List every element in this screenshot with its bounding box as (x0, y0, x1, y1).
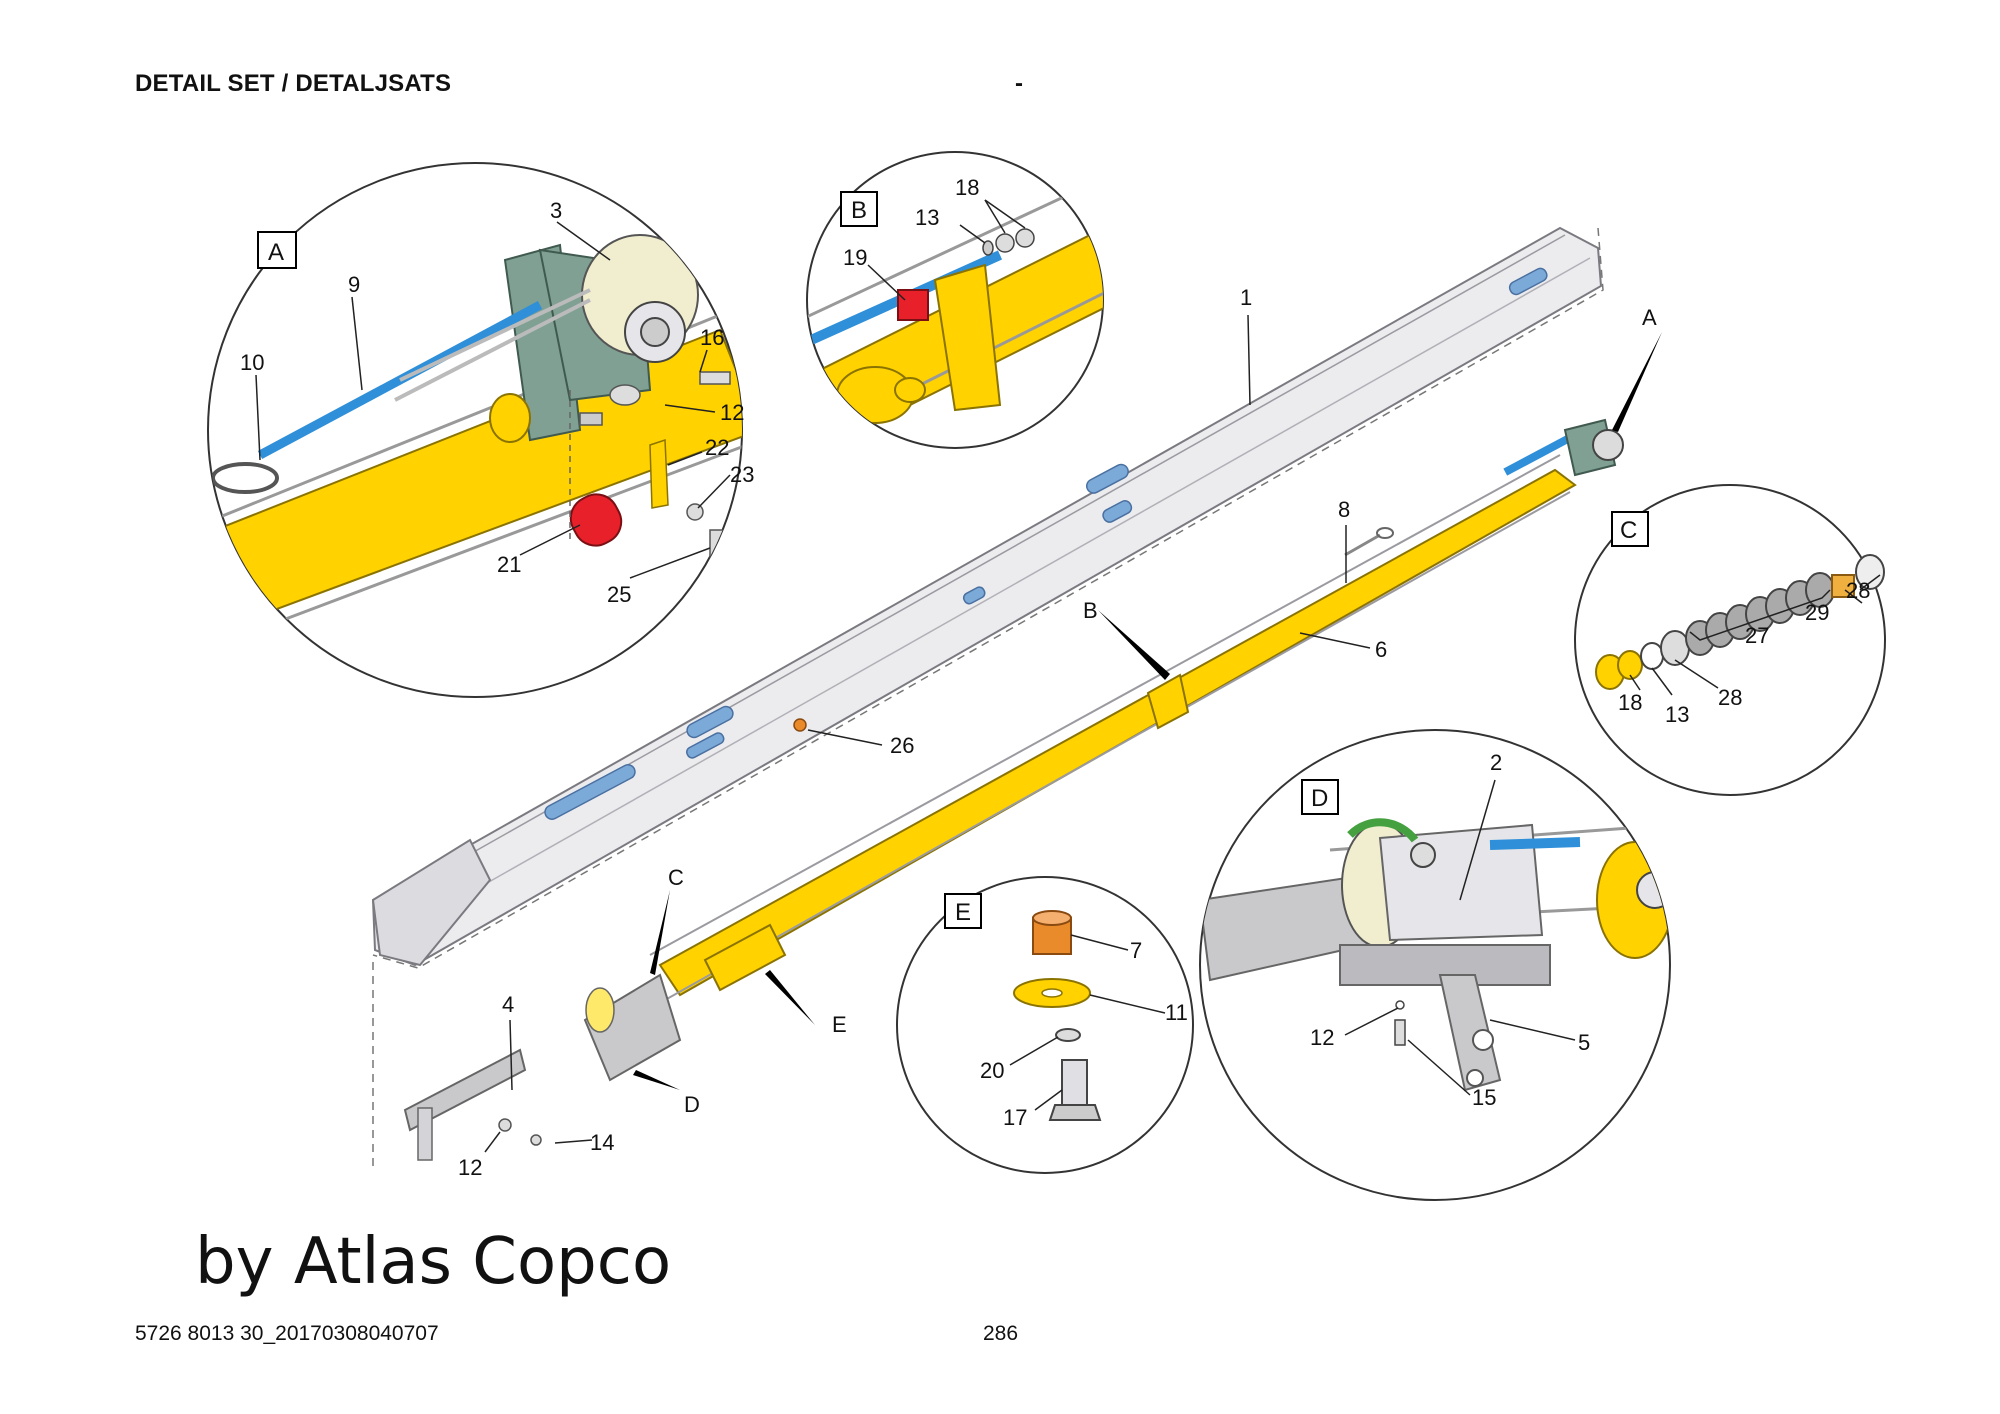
part-label: 21 (497, 552, 521, 577)
part-label: 4 (502, 992, 514, 1017)
part-label: 28 (1718, 685, 1742, 710)
page-title: DETAIL SET / DETALJSATS (135, 70, 452, 97)
pointer-labels: A B C D E (668, 305, 1657, 1117)
detail-view-d (1199, 729, 1671, 1201)
part-label: 3 (550, 198, 562, 223)
pointer-label-e: E (832, 1012, 847, 1037)
part-label: 1 (1240, 285, 1252, 310)
part-label: 11 (1165, 1000, 1188, 1025)
part-label: 18 (955, 175, 979, 200)
main-boom-assembly (371, 226, 1604, 1168)
header-dash: - (1015, 70, 1023, 97)
part-label: 7 (1130, 938, 1142, 963)
part-label: 22 (705, 435, 729, 460)
part-label: 27 (1745, 623, 1769, 648)
part-label: 12 (720, 400, 744, 425)
main-leader-lines (484, 314, 1371, 1153)
detail-a-labels: A 3 9 10 16 12 22 23 21 25 (240, 198, 754, 607)
part-label: 2 (1490, 750, 1502, 775)
part-label: 5 (1578, 1030, 1590, 1055)
pointer-label-b: B (1083, 598, 1098, 623)
detail-e-labels: E 7 11 20 17 (955, 899, 1188, 1130)
pointer-label-c: C (668, 865, 684, 890)
part-label: 15 (1472, 1085, 1496, 1110)
main-part-labels: 1 8 6 26 4 14 12 (458, 285, 1387, 1180)
part-label: 23 (730, 462, 754, 487)
detail-b-labels: B 18 13 19 (843, 175, 979, 270)
page-number: 286 (983, 1322, 1019, 1345)
view-pointers (633, 332, 1662, 1090)
part-label: 26 (890, 733, 914, 758)
part-label: 12 (458, 1155, 482, 1180)
part-label: 8 (1338, 497, 1350, 522)
part-label: 10 (240, 350, 264, 375)
box-label-c: C (1620, 517, 1637, 544)
part-label: 12 (1310, 1025, 1334, 1050)
document-number: 5726 8013 30_20170308040707 (135, 1322, 439, 1345)
part-label: 18 (1618, 690, 1642, 715)
part-label: 29 (1805, 600, 1829, 625)
watermark-text: by Atlas Copco (195, 1225, 672, 1299)
pointer-label-d: D (684, 1092, 700, 1117)
part-label: 20 (980, 1058, 1004, 1083)
part-label: 14 (590, 1130, 614, 1155)
washer-stack (1595, 554, 1885, 690)
part-label: 28 (1846, 578, 1870, 603)
part-label: 17 (1003, 1105, 1027, 1130)
part-label: 19 (843, 245, 867, 270)
box-label-a: A (268, 239, 284, 266)
detail-d-labels: D 2 12 5 15 (1310, 750, 1590, 1110)
box-label-e: E (955, 899, 971, 926)
pointer-label-a: A (1642, 305, 1657, 330)
box-label-b: B (851, 197, 867, 224)
part-label: 25 (607, 582, 631, 607)
part-label: 13 (1665, 702, 1689, 727)
detail-view-a (207, 162, 743, 698)
detail-c-labels: C 28 29 27 18 13 28 (1618, 517, 1870, 727)
detail-view-c (1574, 484, 1886, 796)
part-label: 9 (348, 272, 360, 297)
detail-view-e (896, 876, 1194, 1174)
part-label: 16 (700, 325, 724, 350)
part-label: 13 (915, 205, 939, 230)
part-label: 6 (1375, 637, 1387, 662)
box-label-d: D (1311, 785, 1328, 812)
telescopic-boom-assembly (403, 418, 1624, 1161)
